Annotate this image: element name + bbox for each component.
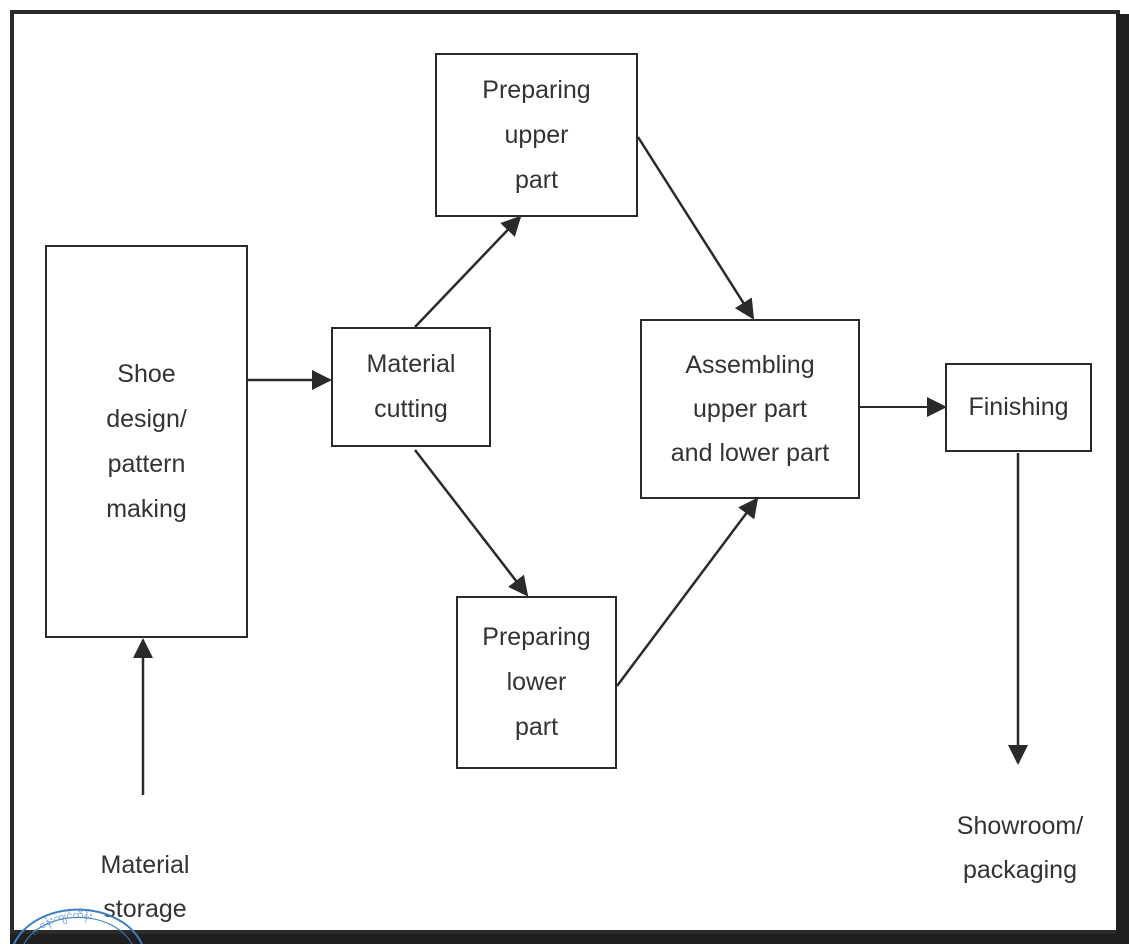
node-assembling-label: Assembling upper part and lower part [670, 351, 830, 467]
arrow-cutting-to-upper [414, 215, 522, 328]
frame-edge-right [1116, 14, 1129, 942]
arrow-cutting-to-lower [414, 449, 529, 597]
node-assembling: Assembling upper part and lower part [640, 319, 860, 499]
node-showroom-label: Showroom/ packaging [956, 812, 1084, 884]
node-preparing-upper-label: Preparing upper part [482, 75, 591, 194]
node-finishing: Finishing [945, 363, 1092, 452]
stamp-seal: ဂ ဝန်းကျင်ထိန်း [8, 896, 148, 944]
node-preparing-lower-label: Preparing lower part [482, 623, 591, 741]
svg-text:ဂ ဝန်းကျင်ထိန်း: ဂ ဝန်းကျင်ထိန်း [27, 908, 93, 938]
node-finishing-label: Finishing [968, 393, 1069, 421]
node-material-cutting: Material cutting [331, 327, 491, 447]
node-preparing-upper: Preparing upper part [435, 53, 638, 217]
node-shoe-design: Shoe design/ pattern making [45, 245, 248, 638]
node-shoe-design-label: Shoe design/ pattern making [106, 359, 187, 523]
node-showroom: Showroom/ packaging [935, 760, 1105, 892]
arrow-lower-to-assembling [615, 497, 759, 687]
stamp-text: ဂ ဝန်းကျင်ထိန်း [27, 908, 93, 938]
arrow-upper-to-assembling [636, 136, 755, 320]
node-material-storage: Material storage [70, 799, 220, 931]
frame-edge-bottom [10, 934, 1129, 944]
stamp-seal-graphic: ဂ ဝန်းကျင်ထိန်း [13, 908, 143, 944]
node-material-cutting-label: Material cutting [366, 350, 456, 423]
node-preparing-lower: Preparing lower part [456, 596, 617, 769]
node-material-storage-label: Material storage [100, 851, 190, 923]
